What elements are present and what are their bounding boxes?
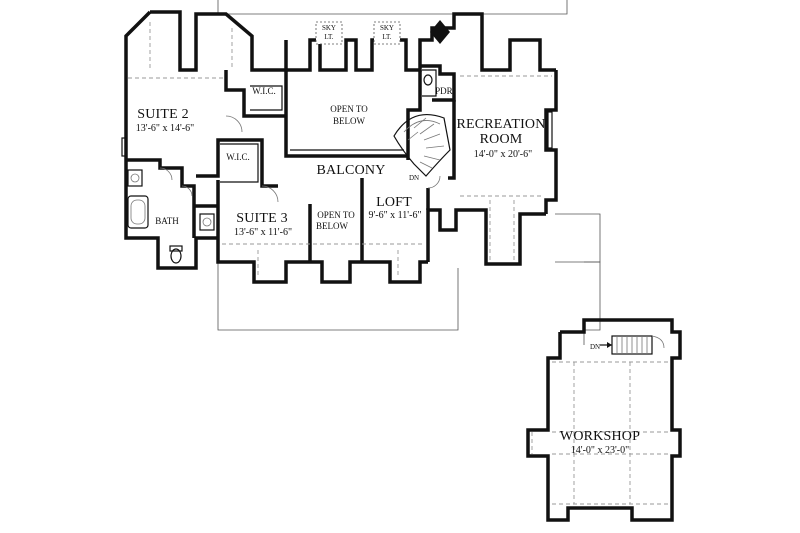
suite2-dims: 13'-6" x 14'-6"	[136, 123, 194, 134]
skylight-1-label-top: SKY	[322, 24, 336, 32]
pdr-label: PDR.	[435, 86, 455, 96]
recreation-dims: 14'-0" x 20'-6"	[474, 149, 532, 160]
open-to-below-small-line1: OPEN TO	[317, 210, 355, 220]
main-exterior-walls	[124, 10, 558, 284]
open-to-below-small-line2: BELOW	[316, 221, 348, 231]
recreation-name-line2: ROOM	[480, 132, 523, 147]
interior-walls	[126, 64, 456, 262]
chimney-marker	[430, 20, 450, 44]
open-to-below-main-line2: BELOW	[333, 116, 365, 126]
workshop-name: WORKSHOP	[560, 429, 640, 444]
loft-name: LOFT	[376, 195, 412, 210]
main-staircase	[393, 114, 451, 177]
suite3-name: SUITE 3	[236, 211, 288, 226]
wic-lower-label: W.I.C.	[226, 152, 249, 162]
skylight-2-label-top: SKY	[380, 24, 394, 32]
suite3-dims: 13'-6" x 11'-6"	[234, 227, 292, 238]
loft-dims: 9'-6" x 11'-6"	[368, 210, 421, 221]
suite2-name: SUITE 2	[137, 107, 189, 122]
wic-upper-label: W.I.C.	[252, 86, 275, 96]
open-to-below-main-line1: OPEN TO	[330, 104, 368, 114]
bath-label: BATH	[155, 216, 179, 226]
workshop-walls	[526, 318, 682, 522]
main-stair-dn-label: DN	[409, 174, 419, 182]
ceiling-lines	[128, 22, 552, 278]
workshop-dims: 14'-0" x 23'-0"	[571, 445, 629, 456]
balcony-label: BALCONY	[316, 163, 385, 178]
fixtures	[121, 74, 553, 264]
workshop-stair-dn-label: DN	[590, 343, 600, 351]
skylight-2-label-bottom: LT.	[382, 33, 391, 41]
skylight-1-label-bottom: LT.	[324, 33, 333, 41]
roof-outline	[217, 0, 601, 345]
skylight-boxes	[315, 21, 401, 45]
recreation-name-line1: RECREATION	[456, 117, 545, 132]
